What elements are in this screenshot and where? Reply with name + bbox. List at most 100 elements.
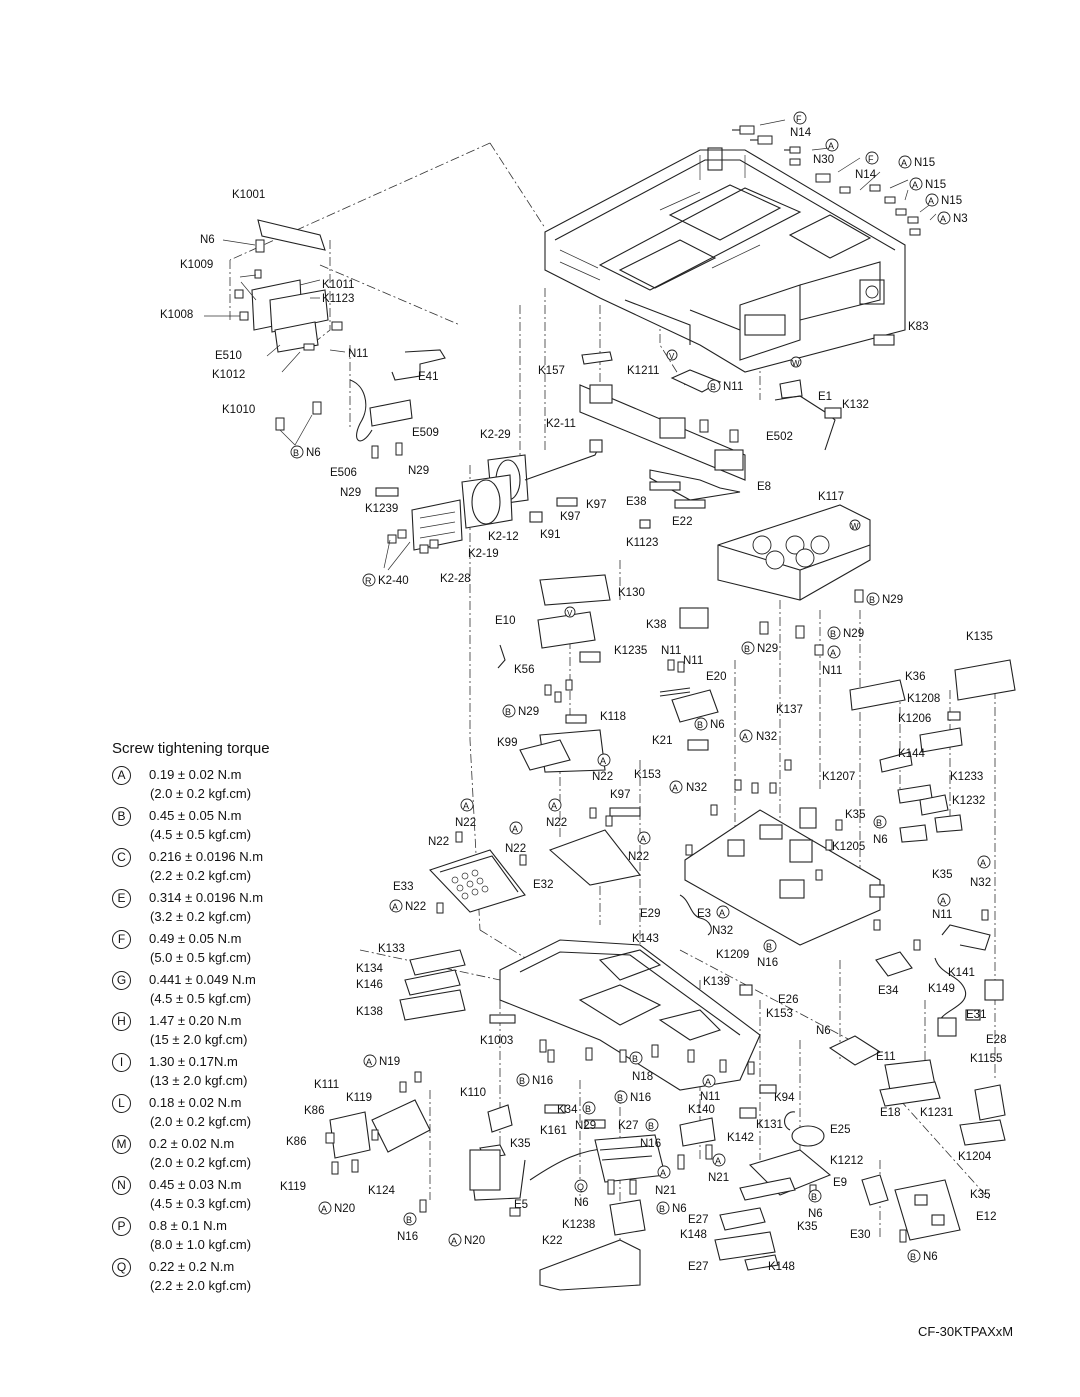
- label: B: [869, 595, 875, 605]
- label: A: [901, 158, 907, 168]
- label: N29: [408, 465, 429, 477]
- left-pads: [399, 949, 516, 1024]
- label: K1003: [480, 1035, 513, 1047]
- label: K97: [610, 789, 630, 801]
- part-labels: F N14 A N30 F N14 A N15 A N15 A N15 A N3…: [160, 111, 1006, 1273]
- label: F: [796, 114, 802, 124]
- label: K1238: [562, 1219, 595, 1231]
- label: E41: [418, 371, 438, 383]
- torque-letter: L: [112, 1094, 131, 1113]
- label: K146: [356, 979, 383, 991]
- io-board-assembly: [579, 351, 746, 529]
- bracket-k27: [594, 1117, 716, 1236]
- label: K141: [948, 967, 975, 979]
- label: K133: [378, 943, 405, 955]
- label: N22: [628, 851, 649, 863]
- torque-letter: B: [112, 807, 131, 826]
- label: A: [512, 824, 518, 834]
- label: N15: [925, 179, 946, 191]
- label: N11: [700, 1091, 720, 1103]
- torque-nm: 0.45 ± 0.03 N.m: [149, 1177, 242, 1192]
- label: K35: [797, 1221, 817, 1233]
- label: N20: [464, 1235, 485, 1247]
- label: K27: [618, 1120, 638, 1132]
- label: K110: [460, 1087, 486, 1099]
- label: K1001: [232, 189, 265, 201]
- label: K1204: [958, 1151, 992, 1163]
- battery-k131: [784, 1111, 825, 1147]
- label: K1206: [898, 713, 931, 725]
- torque-row: N 0.45 ± 0.03 N.m(4.5 ± 0.3 kgf.cm): [112, 1175, 342, 1213]
- label: K83: [908, 321, 928, 333]
- torque-values: 0.45 ± 0.03 N.m(4.5 ± 0.3 kgf.cm): [149, 1175, 251, 1213]
- label: K131: [756, 1119, 783, 1131]
- label: B: [648, 1121, 654, 1131]
- label: K2-12: [488, 531, 519, 543]
- left-bracket-assembly: [204, 219, 346, 446]
- torque-values: 0.19 ± 0.02 N.m(2.0 ± 0.2 kgf.cm): [149, 765, 251, 803]
- label: B: [710, 382, 716, 392]
- label: A: [912, 180, 918, 190]
- torque-letter: N: [112, 1176, 131, 1195]
- card-reader-e32: [548, 807, 641, 886]
- label: K148: [768, 1261, 795, 1273]
- label: B: [766, 942, 772, 952]
- label: N32: [712, 925, 733, 937]
- label: A: [660, 1168, 666, 1178]
- label: K91: [540, 529, 560, 541]
- label: E32: [533, 879, 553, 891]
- torque-nm: 0.8 ± 0.1 N.m: [149, 1218, 227, 1233]
- label: A: [600, 756, 606, 766]
- torque-kgf: (2.0 ± 0.2 kgf.cm): [150, 1114, 252, 1129]
- torque-kgf: (2.0 ± 0.2 kgf.cm): [150, 1155, 252, 1170]
- label: E27: [688, 1214, 708, 1226]
- label: A: [980, 858, 986, 868]
- label: E9: [833, 1177, 847, 1189]
- label: B: [585, 1104, 591, 1114]
- board-e509: [369, 399, 413, 497]
- label: K2-28: [440, 573, 471, 585]
- label: N21: [655, 1185, 676, 1197]
- label: A: [928, 196, 934, 206]
- reference-markers: [564, 349, 861, 618]
- label: K142: [727, 1132, 754, 1144]
- torque-nm: 0.2 ± 0.02 N.m: [149, 1136, 235, 1151]
- pads-k118-k99: [519, 714, 606, 773]
- label: K1231: [920, 1107, 953, 1119]
- label: N11: [348, 348, 368, 360]
- label: N6: [306, 447, 321, 459]
- label: E25: [830, 1124, 850, 1136]
- label: K56: [514, 664, 534, 676]
- label: N6: [672, 1203, 687, 1215]
- label: K35: [510, 1138, 530, 1150]
- top-screws: [732, 119, 937, 236]
- e1-e502-parts: [774, 334, 895, 451]
- label: N29: [843, 628, 864, 640]
- label: N11: [723, 381, 743, 393]
- label: K94: [774, 1092, 795, 1104]
- label: R: [365, 576, 372, 586]
- label: N29: [518, 706, 539, 718]
- label: E28: [986, 1034, 1006, 1046]
- label: K149: [928, 983, 955, 995]
- label: K118: [600, 711, 626, 723]
- label: E27: [688, 1261, 708, 1273]
- bottom-case: [499, 939, 761, 1091]
- label: E12: [976, 1211, 996, 1223]
- torque-nm: 0.19 ± 0.02 N.m: [149, 767, 242, 782]
- torque-kgf: (4.5 ± 0.5 kgf.cm): [150, 827, 252, 842]
- label: A: [672, 783, 678, 793]
- label: Q: [577, 1182, 584, 1192]
- label: K21: [652, 735, 672, 747]
- label: N6: [873, 834, 888, 846]
- label: N15: [914, 157, 935, 169]
- torque-values: 1.47 ± 0.20 N.m(15 ± 2.0 kgf.cm): [149, 1011, 247, 1049]
- shield-plate-k117: [717, 504, 871, 656]
